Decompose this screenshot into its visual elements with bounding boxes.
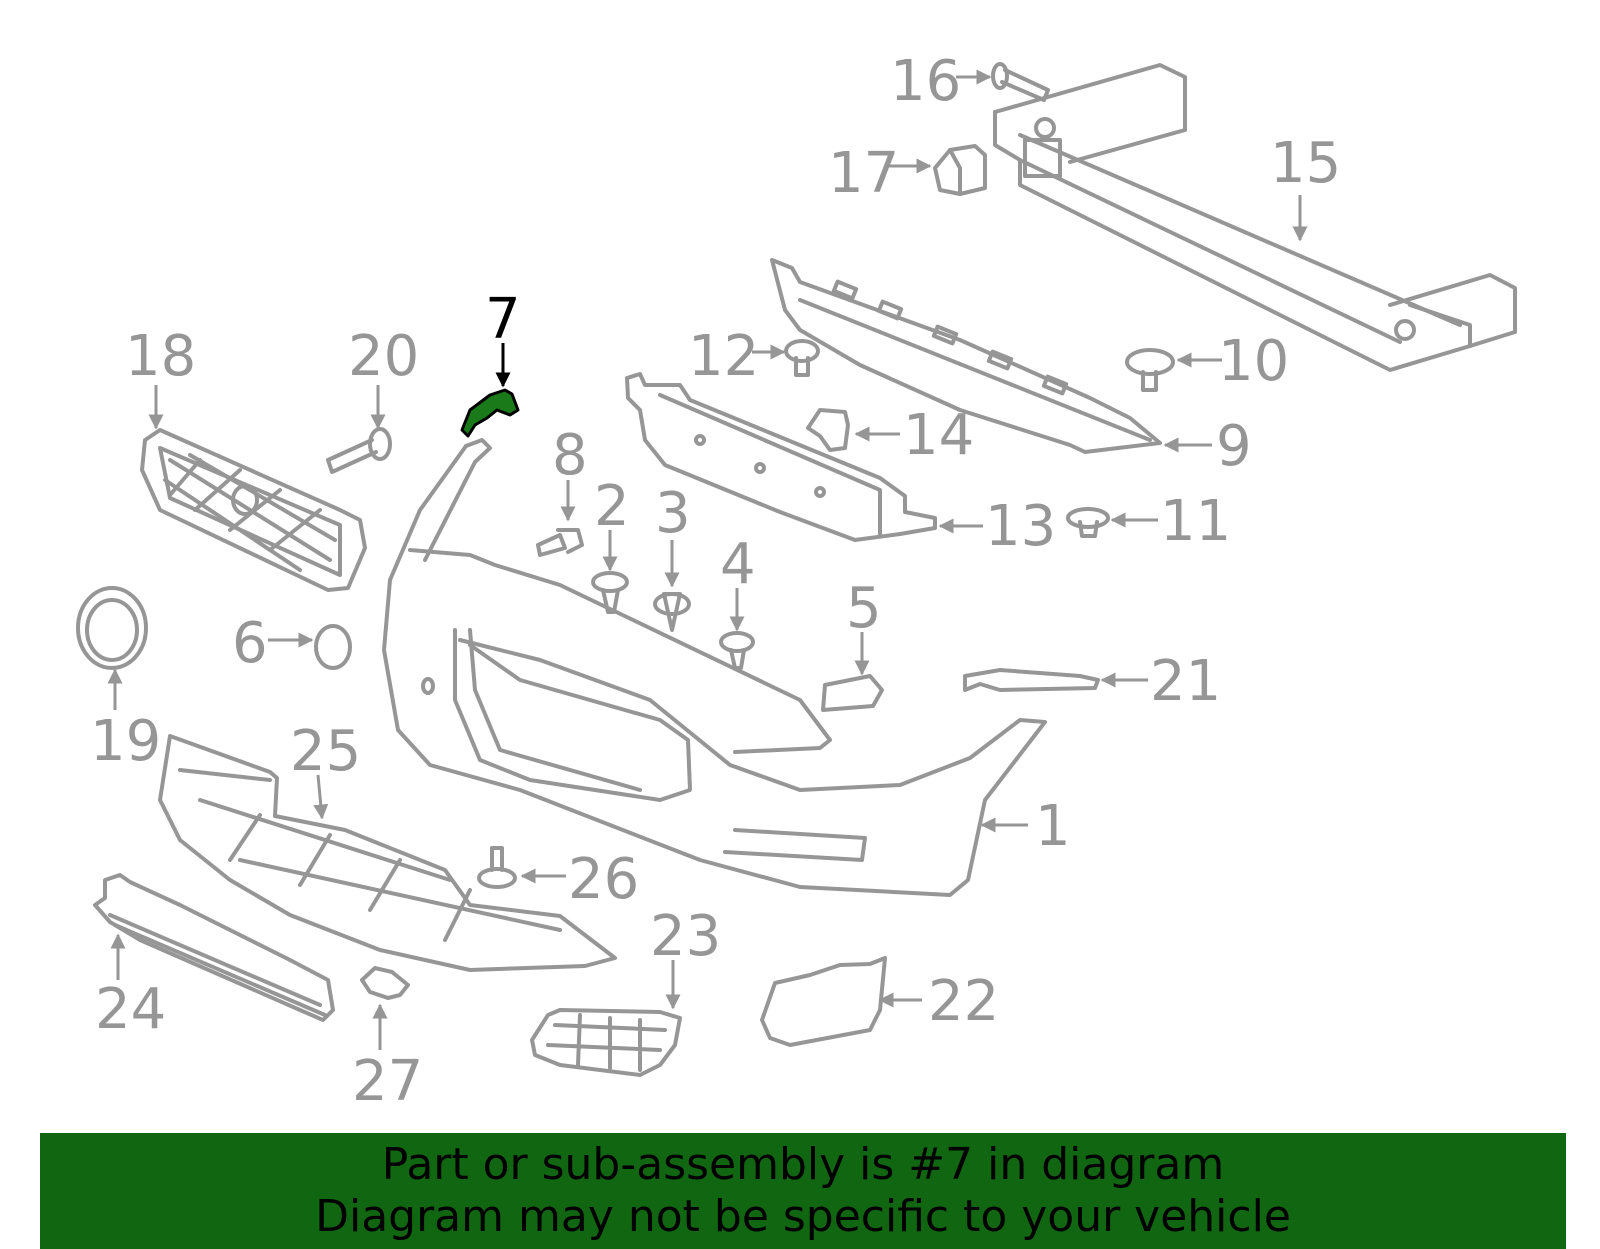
callout-20: 20: [348, 324, 419, 389]
part-12-clip[interactable]: [784, 339, 820, 377]
part-15-reinforcement-beam[interactable]: [993, 63, 1517, 372]
part-24-lower-strip[interactable]: [93, 873, 335, 1022]
callout-23: 23: [650, 904, 721, 969]
callout-4: 4: [720, 532, 756, 597]
part-10-clip[interactable]: [1125, 348, 1175, 392]
part-2-clip[interactable]: [591, 571, 629, 614]
callout-24: 24: [95, 977, 166, 1042]
callout-13: 13: [985, 494, 1056, 559]
callout-12: 12: [688, 324, 759, 389]
callout-16: 16: [890, 49, 961, 114]
part-25-undertray[interactable]: [158, 734, 617, 972]
part-11-clip[interactable]: [1066, 507, 1110, 538]
part-5-cover[interactable]: [821, 674, 884, 712]
part-1-bumper-cover[interactable]: [382, 438, 1047, 897]
part-9-upper-bracket[interactable]: [770, 258, 1162, 454]
callout-8: 8: [552, 423, 588, 488]
part-13-lower-bracket[interactable]: [625, 372, 937, 542]
part-18-grille[interactable]: [140, 428, 367, 592]
callout-22: 22: [928, 969, 999, 1034]
callout-6: 6: [232, 611, 268, 676]
callout-5: 5: [846, 576, 882, 641]
part-16-bolt[interactable]: [991, 62, 1050, 102]
part-7-highlighted[interactable]: [460, 388, 520, 438]
callout-10: 10: [1218, 329, 1289, 394]
info-banner: Part or sub-assembly is #7 in diagram Di…: [40, 1133, 1566, 1249]
part-3-nut[interactable]: [653, 592, 691, 632]
callout-25: 25: [290, 719, 361, 784]
callout-17: 17: [828, 141, 899, 206]
banner-line-1: Part or sub-assembly is #7 in diagram: [381, 1139, 1225, 1190]
part-14-bracket[interactable]: [806, 408, 850, 452]
callout-2: 2: [594, 474, 630, 539]
callout-3: 3: [655, 481, 691, 546]
callout-9: 9: [1216, 414, 1252, 479]
leader-25: [313, 774, 329, 820]
callout-18: 18: [125, 324, 196, 389]
callout-11: 11: [1160, 489, 1231, 554]
parts-diagram: 1 2 3 4 5 6 7 8 9 10 11 12 13 14 15 16 1…: [76, 49, 1517, 1114]
callout-14: 14: [903, 403, 974, 468]
part-23-lamp-grille[interactable]: [530, 1008, 682, 1077]
callout-27: 27: [352, 1049, 423, 1114]
banner-line-2: Diagram may not be specific to your vehi…: [315, 1191, 1291, 1242]
part-21-trim-strip[interactable]: [963, 668, 1100, 692]
part-6-grommet[interactable]: [314, 624, 352, 670]
callout-1: 1: [1035, 794, 1071, 859]
part-26-clip[interactable]: [477, 846, 517, 889]
part-20-bolt[interactable]: [326, 427, 392, 474]
part-8-bolt[interactable]: [536, 528, 584, 557]
callout-26: 26: [568, 847, 639, 912]
callout-21: 21: [1150, 649, 1221, 714]
callout-7: 7: [485, 287, 521, 352]
callout-15: 15: [1270, 131, 1341, 196]
callout-19: 19: [90, 709, 161, 774]
part-27-clip-nut[interactable]: [360, 966, 410, 1000]
part-19-emblem-ring[interactable]: [76, 586, 148, 670]
part-4-clip[interactable]: [719, 631, 755, 670]
part-17-cap[interactable]: [933, 144, 987, 196]
part-22-bracket[interactable]: [760, 956, 887, 1047]
